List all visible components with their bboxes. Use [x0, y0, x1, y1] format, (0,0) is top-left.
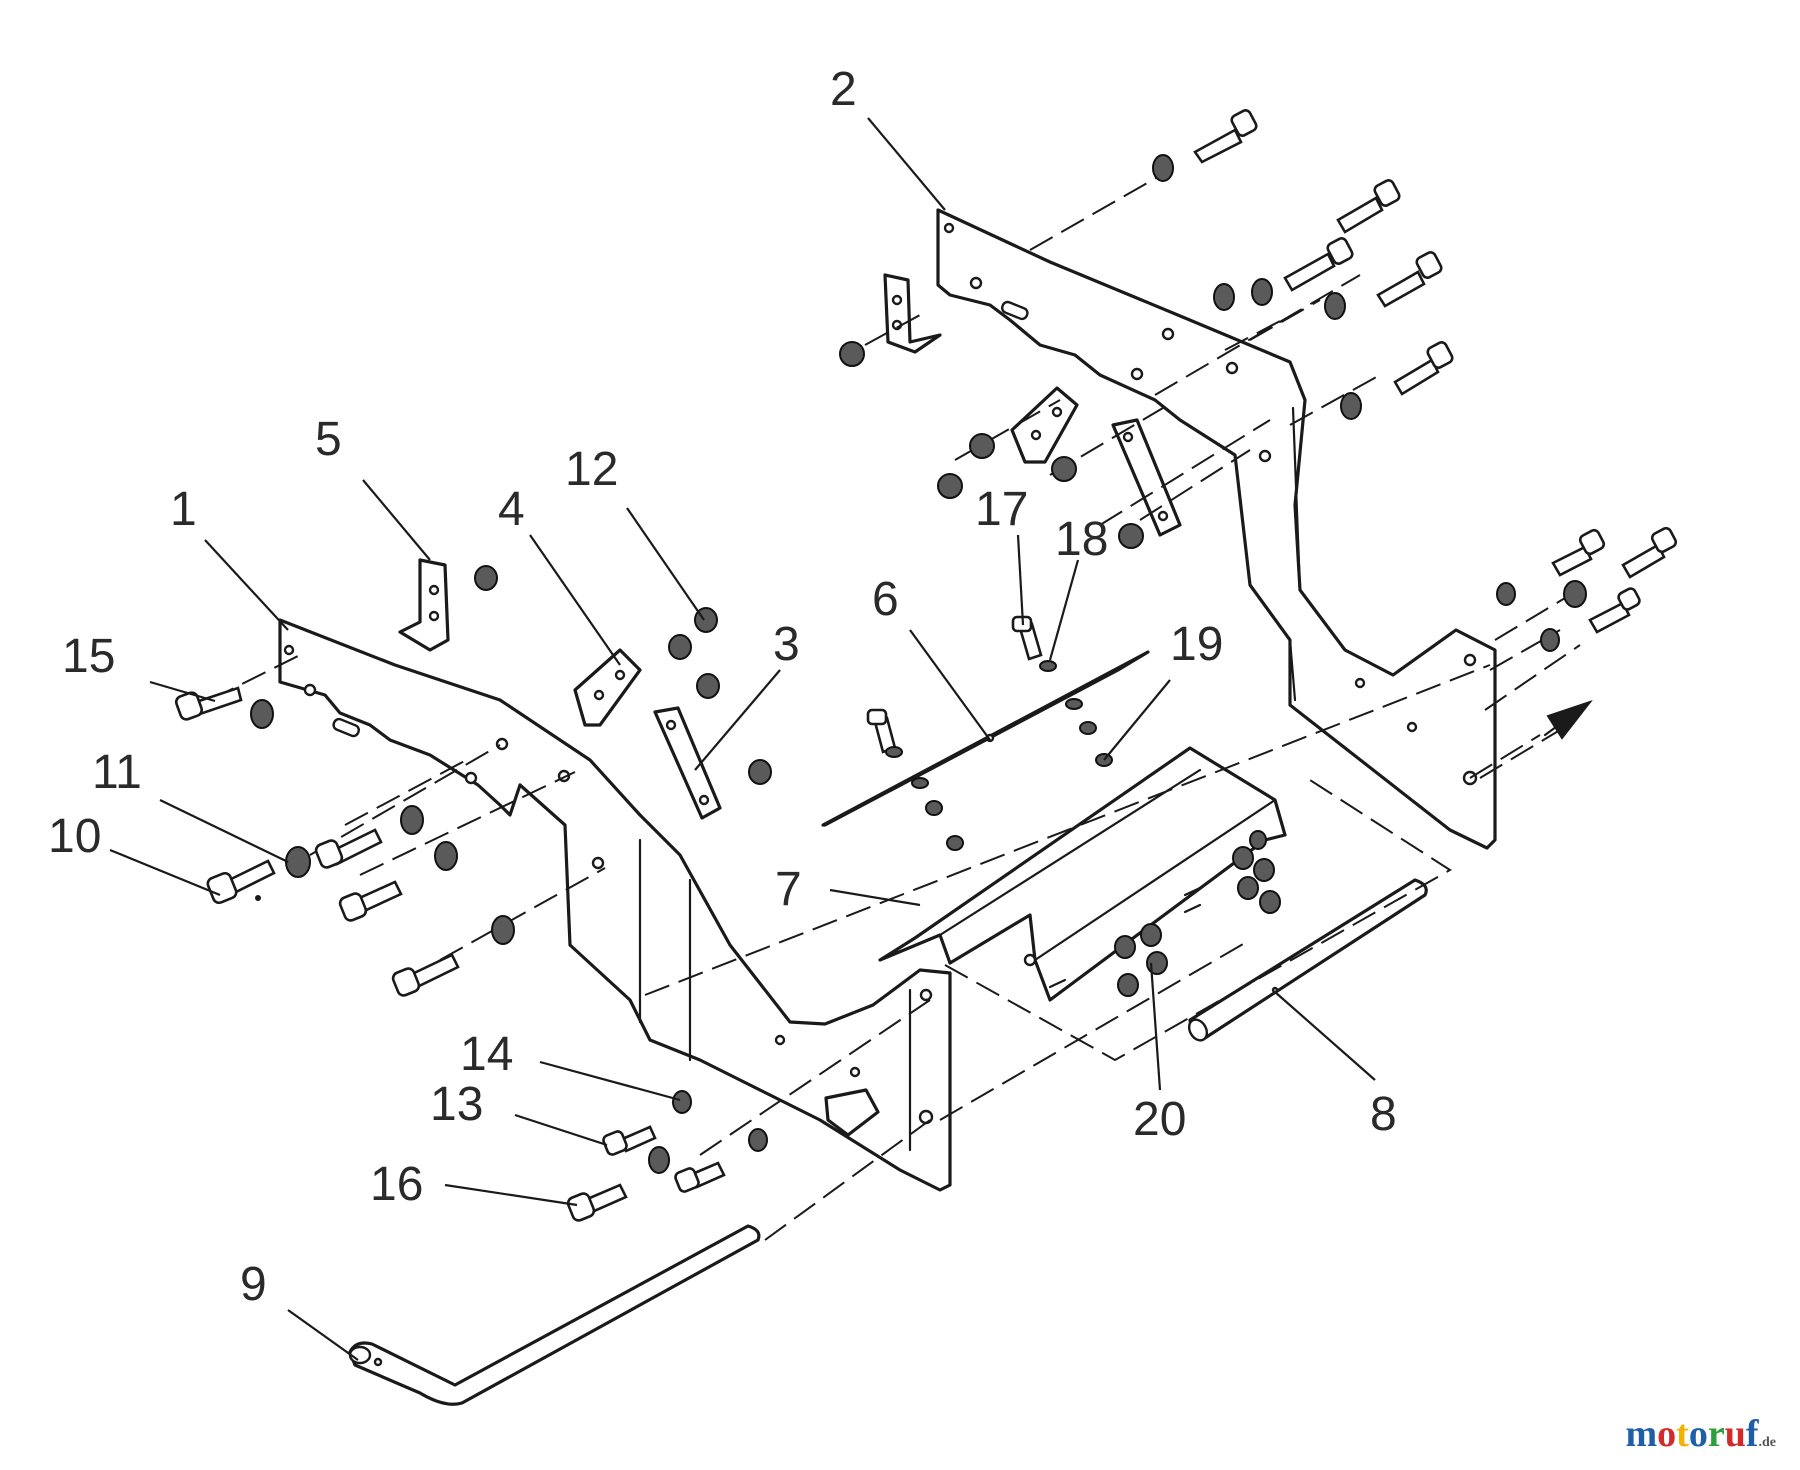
callout-18: 18 [1055, 513, 1108, 566]
callout-5: 5 [315, 413, 342, 466]
callout-3: 3 [773, 618, 800, 671]
watermark-letter-1: m [1625, 1413, 1658, 1455]
callout-1: 1 [170, 483, 197, 536]
bracket-5-left [398, 558, 450, 652]
watermark-letter-7: f [1745, 1413, 1759, 1455]
callout-9: 9 [240, 1258, 267, 1311]
bracket-5-right [883, 273, 942, 354]
callout-14: 14 [460, 1028, 513, 1081]
motoruf-watermark-logo: motoruf.de [1626, 1412, 1776, 1456]
watermark-letter-5: r [1707, 1413, 1725, 1455]
watermark-letter-4: o [1688, 1413, 1708, 1455]
watermark-suffix: .de [1758, 1435, 1777, 1450]
callout-13: 13 [430, 1078, 483, 1131]
callout-20: 20 [1133, 1093, 1186, 1146]
leader-lines [109, 117, 1376, 1361]
callout-11: 11 [92, 746, 142, 799]
plate-4-left [573, 648, 642, 727]
callout-6: 6 [872, 573, 899, 626]
plate-4-right [1010, 386, 1079, 464]
right-side-plate [936, 208, 1497, 850]
callout-7: 7 [775, 863, 802, 916]
direction-arrow-icon [1543, 700, 1593, 740]
callout-8: 8 [1370, 1088, 1397, 1141]
callout-17: 17 [975, 483, 1028, 536]
callout-labels: 1 2 3 4 5 6 7 8 9 10 11 12 13 14 15 16 1… [48, 63, 1397, 1311]
watermark-letter-3: t [1676, 1413, 1689, 1455]
watermark-letter-6: u [1724, 1413, 1746, 1455]
watermark-letter-2: o [1657, 1413, 1677, 1455]
callout-16: 16 [370, 1158, 423, 1211]
callout-15: 15 [62, 630, 115, 683]
rod-9 [348, 1224, 761, 1406]
fasteners [174, 109, 1678, 1222]
shield-6 [821, 650, 1150, 827]
callout-19: 19 [1170, 618, 1223, 671]
strap-3-right [1111, 418, 1182, 537]
shield-7 [878, 746, 1287, 1002]
callout-10: 10 [48, 810, 101, 863]
rod-8 [1187, 878, 1428, 1042]
left-side-plate [278, 618, 952, 1192]
callout-4: 4 [498, 483, 525, 536]
callout-2: 2 [830, 63, 857, 116]
strap-3-left [653, 706, 722, 820]
callout-12: 12 [565, 443, 618, 496]
